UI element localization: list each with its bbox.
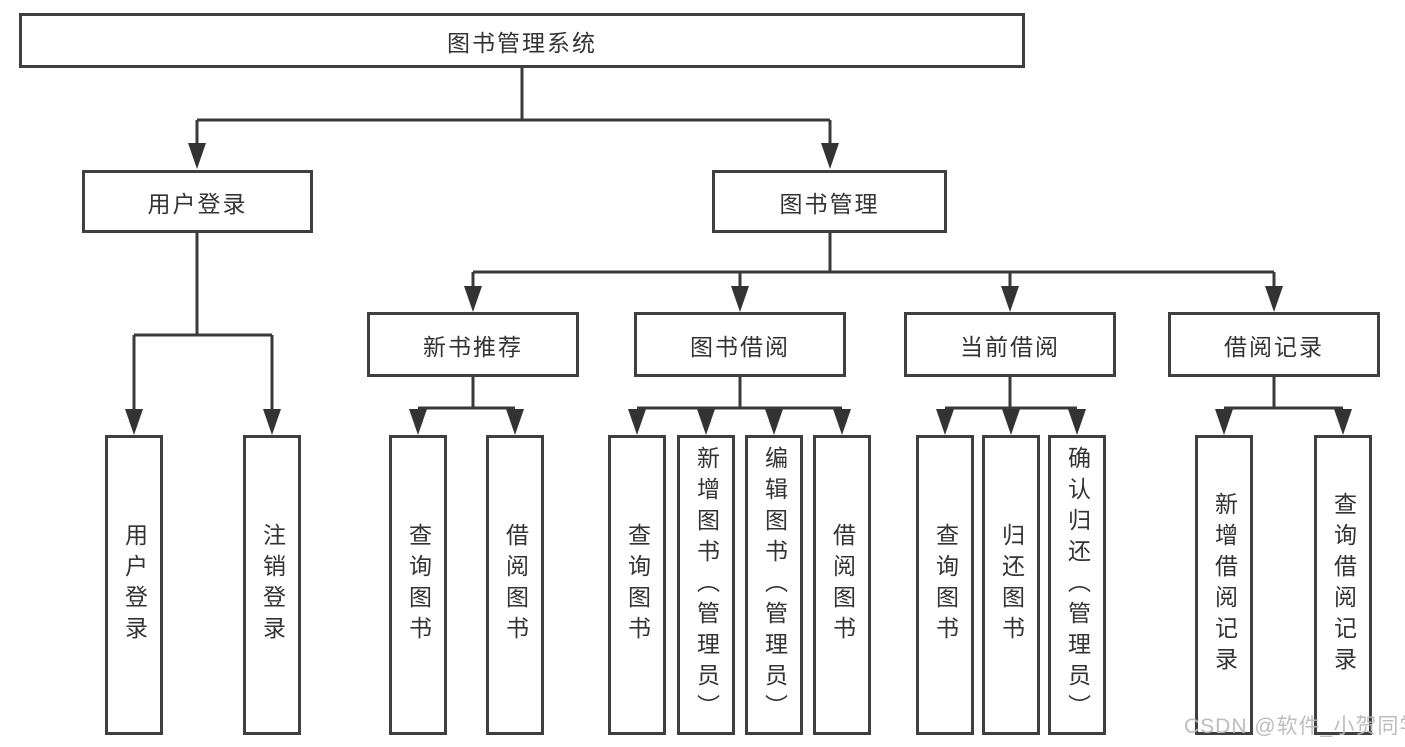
node-new-book-recommendation: 新书推荐 [367,312,579,377]
node-leaf-confirm-return-admin: 确认归还（管理员） [1048,435,1106,735]
node-leaf-add-books-admin: 新增图书（管理员） [677,435,735,735]
node-label: 新增借阅记录 [1211,492,1238,678]
node-label: 图书借阅 [690,333,790,360]
node-leaf-logout: 注销登录 [243,435,301,735]
node-leaf-query-books-recommend: 查询图书 [389,435,447,735]
node-leaf-query-borrow-record: 查询借阅记录 [1314,435,1372,735]
node-label: 查询借阅记录 [1330,492,1357,678]
node-leaf-return-books: 归还图书 [982,435,1040,735]
node-label: 图书管理系统 [447,29,597,56]
node-user-login: 用户登录 [82,170,313,233]
node-leaf-edit-books-admin: 编辑图书（管理员） [745,435,803,735]
node-label: 查询图书 [932,523,959,647]
node-label: 借阅图书 [829,523,856,647]
node-label: 用户登录 [121,523,148,647]
node-label: 用户登录 [147,190,248,217]
node-borrowing-records: 借阅记录 [1168,312,1380,377]
node-book-management: 图书管理 [712,170,947,233]
node-book-borrowing: 图书借阅 [634,312,846,377]
node-leaf-query-books-borrow: 查询图书 [608,435,666,735]
node-label: 当前借阅 [960,333,1060,360]
node-label: 借阅图书 [502,523,529,647]
node-label: 查询图书 [624,523,651,647]
node-leaf-borrow-books: 借阅图书 [813,435,871,735]
node-label: 查询图书 [405,523,432,647]
node-leaf-query-books-current: 查询图书 [916,435,974,735]
node-library-management-system: 图书管理系统 [19,13,1025,68]
node-label: 新书推荐 [423,333,523,360]
node-label: 借阅记录 [1224,333,1324,360]
arrowheads [125,143,1352,435]
node-label: 归还图书 [998,523,1025,647]
node-label: 图书管理 [779,190,880,217]
node-leaf-borrow-books-recommend: 借阅图书 [486,435,544,735]
node-leaf-add-borrow-record: 新增借阅记录 [1195,435,1253,735]
node-label: 确认归还（管理员） [1064,445,1091,725]
node-current-borrowing: 当前借阅 [904,312,1116,377]
node-label: 新增图书（管理员） [693,445,720,725]
node-label: 注销登录 [259,523,286,647]
node-leaf-user-login: 用户登录 [105,435,163,735]
csdn-watermark: CSDN @软件_小贺同学 [1184,715,1405,738]
node-label: 编辑图书（管理员） [761,445,788,725]
